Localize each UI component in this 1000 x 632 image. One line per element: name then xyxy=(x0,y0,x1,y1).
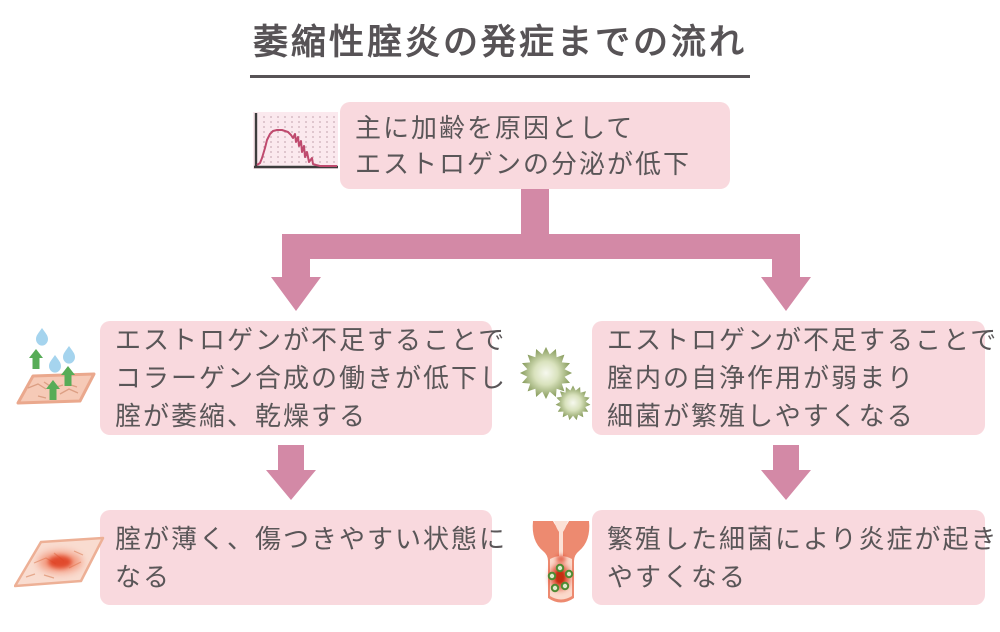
cause-line-1: 主に加齢を原因として xyxy=(355,112,635,143)
thin-vagina-box: 腟が薄く、傷つきやすい状態に なる xyxy=(100,510,508,605)
thin-line-1: 腟が薄く、傷つきやすい状態に xyxy=(115,523,508,554)
bacteria-dots xyxy=(547,563,574,593)
dryness-line-3: 腟が萎縮、乾燥する xyxy=(115,401,368,431)
down-arrow-left xyxy=(266,445,316,500)
vaginal-inflammation-icon xyxy=(532,521,590,603)
cause-box: 主に加齢を原因として エストロゲンの分泌が低下 xyxy=(340,102,730,189)
bacteria-line-2: 腟内の自浄作用が弱まり xyxy=(607,363,916,393)
bacteria-line-1: エストロゲンが不足することで xyxy=(607,325,999,355)
estrogen-decline-graph-icon xyxy=(253,112,338,169)
moisture-loss-skin-icon xyxy=(16,328,96,405)
thin-damaged-skin-icon xyxy=(14,536,105,588)
bacteria-germs-icon xyxy=(520,347,591,421)
bacteria-line-3: 細菌が繁殖しやすくなる xyxy=(607,401,915,431)
water-drops xyxy=(36,328,75,373)
dryness-box: エストロゲンが不足することで コラーゲン合成の働きが低下し 腟が萎縮、乾燥する xyxy=(100,321,508,435)
dryness-line-2: コラーゲン合成の働きが低下し xyxy=(115,363,508,393)
inflammation-line-1: 繁殖した細菌により炎症が起き xyxy=(607,523,999,554)
page-title: 萎縮性腟炎の発症までの流れ xyxy=(249,14,751,78)
cause-line-2: エストロゲンの分泌が低下 xyxy=(355,148,692,179)
dryness-line-1: エストロゲンが不足することで xyxy=(115,325,507,355)
germ-large xyxy=(520,347,572,399)
branch-arrow xyxy=(271,189,811,311)
inflammation-line-2: やすくなる xyxy=(607,561,748,592)
bacteria-box: エストロゲンが不足することで 腟内の自浄作用が弱まり 細菌が繁殖しやすくなる xyxy=(592,321,999,435)
inflammation-box: 繁殖した細菌により炎症が起き やすくなる xyxy=(592,510,999,605)
germ-small xyxy=(555,385,591,421)
thin-line-2: なる xyxy=(115,561,172,592)
down-arrow-right xyxy=(761,445,811,500)
